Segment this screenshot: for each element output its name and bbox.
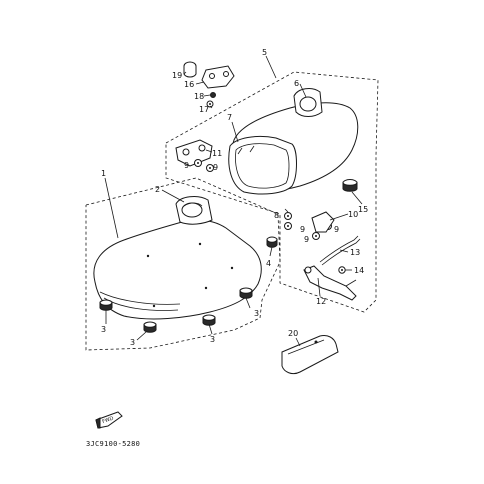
callout-3-d: 3 <box>254 309 259 318</box>
nut-part-9-c <box>284 222 292 230</box>
callout-9-e: 9 <box>334 225 339 234</box>
rear-hump-part-6 <box>293 88 323 117</box>
callout-1: 1 <box>101 169 106 178</box>
callout-9-b: 9 <box>213 163 218 172</box>
callout-9-d: 9 <box>304 235 309 244</box>
callout-labels: 1 2 3 3 3 3 3 4 5 6 7 8 9 9 9 9 9 10 11 … <box>101 48 368 347</box>
rear-seat-cover-part-7 <box>228 135 297 195</box>
callout-16: 16 <box>184 80 194 89</box>
fwd-arrow-icon: FWD <box>95 411 123 429</box>
callout-15: 15 <box>358 205 368 214</box>
bolt-part-18 <box>210 92 216 98</box>
diagram-code: 3JC9100-5280 <box>86 440 140 448</box>
callout-3-b: 3 <box>130 338 135 347</box>
callout-2: 2 <box>155 185 160 194</box>
front-seat <box>93 219 262 320</box>
callout-7: 7 <box>227 113 232 122</box>
callout-4: 4 <box>266 259 271 268</box>
fwd-label: FWD <box>102 415 115 425</box>
front-seat-group-boundary <box>85 177 281 351</box>
callout-3-a: 3 <box>101 325 106 334</box>
collar-part-19 <box>183 61 197 78</box>
callout-9-c: 9 <box>300 225 305 234</box>
callout-10: 10 <box>348 210 358 219</box>
callout-9-a: 9 <box>184 161 189 170</box>
hinge-bracket-part-11 <box>175 139 213 167</box>
leader-lines <box>104 55 363 347</box>
damper-part-3-c <box>202 314 216 326</box>
callout-17: 17 <box>199 105 209 114</box>
damper-part-3-a <box>99 299 113 311</box>
callout-11: 11 <box>212 149 222 158</box>
clip-part-14 <box>338 266 346 274</box>
callout-19: 19 <box>172 71 182 80</box>
collar-part-8 <box>284 212 292 220</box>
bolt-part-17 <box>206 100 214 108</box>
damper-part-3-b <box>143 321 157 333</box>
callout-5: 5 <box>262 48 267 57</box>
callout-14: 14 <box>354 266 364 275</box>
nut-part-9-d <box>312 232 320 240</box>
storage-bag-part-20 <box>281 335 339 375</box>
seat-strap-part-2 <box>175 196 213 225</box>
callout-13: 13 <box>350 248 360 257</box>
damper-part-3-d <box>239 287 253 299</box>
seat-lock-part-12 <box>303 265 357 301</box>
callout-18: 18 <box>194 92 204 101</box>
bracket-part-16 <box>201 65 235 89</box>
cable-part-13 <box>319 235 361 266</box>
nut-part-9-a <box>194 159 202 167</box>
callout-8: 8 <box>274 211 279 220</box>
callout-3-c: 3 <box>210 335 215 344</box>
damper-part-15 <box>342 179 358 192</box>
callout-6: 6 <box>294 79 299 88</box>
collar-part-4 <box>266 236 278 248</box>
callout-12: 12 <box>316 297 326 306</box>
bracket-part-10 <box>311 211 335 233</box>
nut-part-9-b <box>206 164 214 172</box>
callout-20: 20 <box>288 329 298 338</box>
